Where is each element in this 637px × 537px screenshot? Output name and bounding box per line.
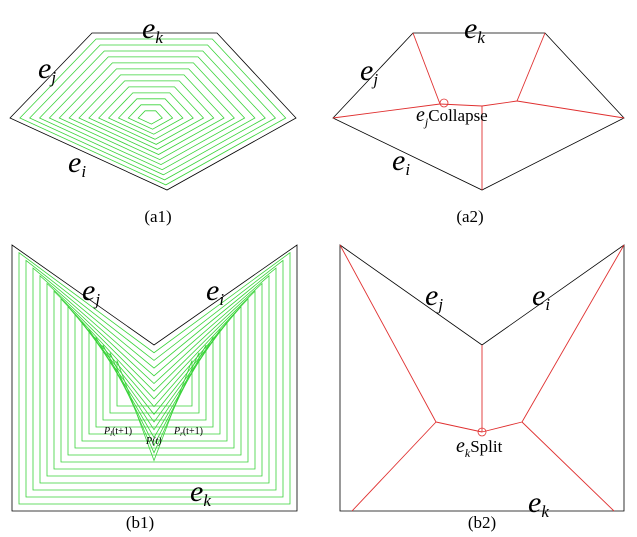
offset-curve	[18, 251, 291, 505]
offset-curve	[39, 274, 270, 484]
offset-curve	[98, 86, 205, 145]
edge-label-ek: ek	[190, 475, 211, 510]
boundary-polygon	[332, 32, 625, 191]
edge-label-ej: ej	[38, 52, 56, 87]
offset-curve	[88, 80, 215, 150]
skeleton-lines	[332, 32, 625, 190]
caption-b1: (b1)	[126, 513, 154, 532]
edge-label-ei: ei	[392, 144, 410, 179]
offset-curves	[18, 251, 291, 505]
panel-b1: ej ei ek Pl(t+1) P(t) Pr(t+1) (b1)	[11, 244, 298, 532]
offset-curve	[25, 259, 284, 498]
offset-curve	[137, 110, 163, 125]
offset-curve	[29, 44, 277, 181]
edge-label-ek: ek	[142, 12, 163, 47]
boundary-polygon	[9, 32, 297, 191]
split-event-label: ekSplit	[456, 435, 503, 460]
offset-curve	[68, 68, 235, 161]
point-label-pt: P(t)	[145, 436, 162, 447]
offset-curve	[60, 297, 249, 463]
panel-a2: ek ej ei ejCollapse (a2)	[332, 12, 625, 226]
collapse-event-label: ejCollapse	[416, 104, 488, 129]
offset-curve	[81, 320, 228, 442]
edge-label-ej: ej	[82, 274, 100, 309]
edge-label-ei: ei	[532, 279, 550, 314]
caption-b2: (b2)	[468, 513, 496, 532]
offset-curve	[109, 352, 200, 454]
edge-label-ej: ej	[360, 54, 378, 89]
caption-a2: (a2)	[456, 207, 483, 226]
offset-curve	[107, 92, 194, 140]
offset-curve	[102, 344, 207, 446]
caption-a1: (a1)	[144, 207, 171, 226]
offset-curve	[19, 38, 287, 186]
panel-b2: ej ei ek ekSplit (b2)	[339, 244, 625, 532]
offset-curve	[117, 98, 184, 135]
offset-curve	[48, 56, 256, 171]
boundary-polygon	[339, 244, 625, 512]
split-marker	[477, 427, 487, 437]
collapse-marker	[439, 98, 449, 108]
point-label-pr: Pr(t+1)	[173, 426, 203, 438]
offset-curve	[46, 282, 263, 477]
edge-label-ei: ei	[68, 146, 86, 181]
point-label-pl: Pl(t+1)	[103, 426, 132, 438]
edge-label-ej: ej	[425, 279, 443, 314]
offset-curve	[74, 313, 235, 449]
offset-curve	[53, 290, 256, 470]
offset-curve	[127, 104, 174, 130]
offset-curve	[116, 360, 193, 462]
offset-curve	[67, 305, 242, 456]
offset-curves	[19, 38, 287, 186]
offset-curve	[38, 50, 266, 176]
offset-curve	[78, 74, 225, 155]
offset-curve	[32, 267, 277, 491]
edge-label-ei: ei	[206, 274, 224, 309]
boundary-polygon	[11, 244, 298, 512]
skeleton-lines	[339, 244, 625, 512]
edge-label-ek: ek	[464, 12, 485, 47]
edge-label-ek: ek	[528, 486, 549, 521]
panel-a1: ek ej ei (a1)	[9, 12, 297, 226]
offset-curve	[95, 335, 214, 439]
offset-curve	[58, 62, 246, 166]
